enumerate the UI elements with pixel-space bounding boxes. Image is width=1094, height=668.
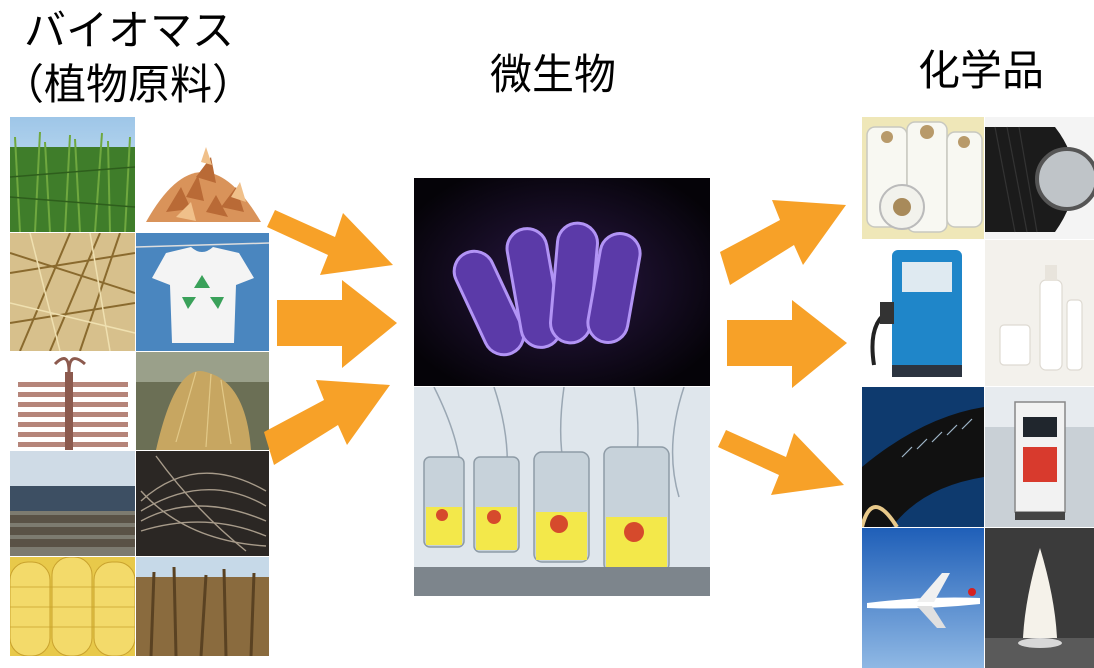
wood-chips-image xyxy=(136,117,269,232)
root-fiber-image xyxy=(136,451,269,556)
corn-cobs-image xyxy=(10,557,135,656)
car-tire-image xyxy=(985,117,1094,239)
biomass-title-line2: （植物原料） xyxy=(2,60,255,109)
white-powder-flask-image xyxy=(985,528,1094,668)
paper-stack-image xyxy=(10,352,135,450)
gas-station-pump-image xyxy=(985,387,1094,527)
arrow-biomass-to-microbe-lower xyxy=(262,370,402,480)
fuel-pump-image xyxy=(862,240,984,386)
bacteria-micrograph-image xyxy=(414,178,710,386)
bioreactor-array-image xyxy=(414,387,710,596)
arrow-microbe-to-chemicals-middle xyxy=(722,290,862,400)
arrow-microbe-to-chemicals-lower xyxy=(716,395,856,505)
jet-airliner-image xyxy=(862,528,984,668)
recycled-tshirt-image xyxy=(136,233,269,351)
dry-grass-image xyxy=(136,352,269,450)
straw-image xyxy=(10,233,135,351)
sugarcane-image xyxy=(10,117,135,232)
carbon-fiber-tube-image xyxy=(862,387,984,527)
biomass-title-line1: バイオマス xyxy=(24,6,235,55)
arrow-biomass-to-microbe-middle xyxy=(272,270,412,380)
chemicals-title: 化学品 xyxy=(918,46,1045,95)
arrow-microbe-to-chemicals-upper xyxy=(718,190,858,300)
cosmetic-bottles-image xyxy=(985,240,1094,386)
log-pile-image xyxy=(10,451,135,556)
plastic-film-rolls-image xyxy=(862,117,984,239)
microbe-title: 微生物 xyxy=(490,50,617,99)
arrow-biomass-to-microbe-upper xyxy=(265,175,405,285)
cornfield-image xyxy=(136,557,269,656)
